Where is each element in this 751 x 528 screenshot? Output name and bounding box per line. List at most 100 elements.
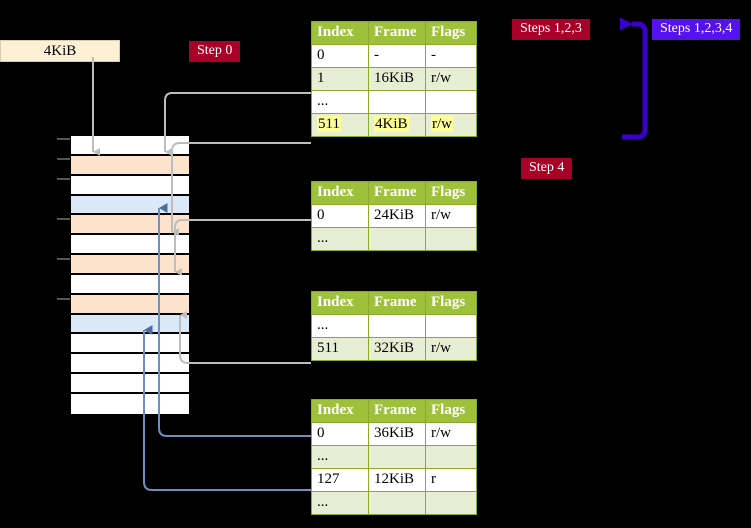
column-header-flags: Flags (425, 399, 477, 423)
column-header-frame: Frame (368, 399, 426, 423)
memory-frame (71, 155, 189, 176)
memory-frame (71, 235, 189, 256)
cell-index: 511 (311, 113, 369, 137)
cell-flags (425, 314, 477, 338)
badge-step4: Step 4 (521, 158, 573, 179)
memory-frame (71, 393, 189, 414)
memory-tick (57, 218, 70, 220)
cell-flags: r/w (425, 113, 477, 137)
cell-flags (425, 227, 477, 251)
column-header-flags: Flags (425, 181, 477, 205)
cell-frame: - (368, 44, 426, 68)
badge-steps-1234-text: Steps 1,2,3,4 (660, 21, 733, 36)
cell-flags (425, 90, 477, 114)
table-row: ... (311, 445, 477, 469)
cell-index: ... (311, 90, 369, 114)
column-header-index: Index (311, 291, 369, 315)
memory-frame (71, 255, 189, 275)
memory-frame (71, 215, 189, 236)
cell-index: 0 (311, 44, 369, 68)
memory-tick (57, 258, 70, 260)
cell-frame (368, 314, 426, 338)
table-row: ... (311, 491, 477, 515)
column-header-index: Index (311, 181, 369, 205)
badge-steps-123: Steps 1,2,3 (512, 19, 590, 40)
cell-frame (368, 445, 426, 469)
cell-flags: r (425, 468, 477, 492)
connector-pd-row511 (179, 311, 311, 364)
cell-index: ... (311, 445, 369, 469)
memory-frame (71, 294, 189, 315)
column-header-frame: Frame (368, 21, 426, 45)
cell-frame (368, 90, 426, 114)
badge-step4-text: Step 4 (529, 160, 565, 175)
column-header-flags: Flags (425, 291, 477, 315)
memory-frame (71, 175, 189, 196)
cell-flags: r/w (425, 204, 477, 228)
cell-frame: 32KiB (368, 337, 426, 361)
cell-frame (368, 491, 426, 515)
memory-frame (71, 136, 189, 156)
cell-index: 1 (311, 67, 369, 91)
memory-size-label: 4KiB (0, 40, 120, 62)
column-header-frame: Frame (368, 291, 426, 315)
violet-return-arrow (620, 17, 648, 140)
column-header-index: Index (311, 21, 369, 45)
cell-flags: r/w (425, 422, 477, 446)
table-row: 0-- (311, 44, 477, 68)
highlight-mark: 4KiB (374, 116, 409, 132)
memory-size-text: 4KiB (43, 43, 77, 59)
badge-steps-1234: Steps 1,2,3,4 (652, 19, 741, 40)
cell-index: 0 (311, 422, 369, 446)
cell-frame: 12KiB (368, 468, 426, 492)
memory-tick (57, 178, 70, 180)
badge-step0-text: Step 0 (197, 43, 233, 58)
cell-flags (425, 491, 477, 515)
connector-pml4-row511 (171, 142, 311, 236)
badge-steps-123-text: Steps 1,2,3 (520, 21, 582, 36)
cell-flags: - (425, 44, 477, 68)
cell-index: ... (311, 314, 369, 338)
cell-flags: r/w (425, 67, 477, 91)
cell-flags (425, 445, 477, 469)
memory-tick (57, 158, 70, 160)
memory-frame (71, 334, 189, 355)
column-header-frame: Frame (368, 181, 426, 205)
cell-frame: 4KiB (368, 113, 426, 137)
badge-step0: Step 0 (189, 41, 241, 62)
memory-frame (71, 374, 189, 394)
memory-frame (71, 274, 189, 295)
cell-flags: r/w (425, 337, 477, 361)
highlight-mark: r/w (431, 116, 453, 132)
memory-frame (71, 195, 189, 216)
table-row: ... (311, 90, 477, 114)
highlight-mark: 511 (317, 116, 341, 132)
column-header-index: Index (311, 399, 369, 423)
table-row: ... (311, 227, 477, 251)
column-header-flags: Flags (425, 21, 477, 45)
cell-frame (368, 227, 426, 251)
cell-frame: 36KiB (368, 422, 426, 446)
cell-index: ... (311, 491, 369, 515)
connector-pdpt-row0 (174, 219, 311, 276)
table-row: 511 4KiB r/w (311, 113, 477, 137)
cell-frame: 16KiB (368, 67, 426, 91)
physical-memory-column (69, 134, 191, 416)
cell-index: ... (311, 227, 369, 251)
memory-tick (57, 298, 70, 300)
memory-frame (71, 354, 189, 375)
memory-tick (57, 138, 70, 140)
